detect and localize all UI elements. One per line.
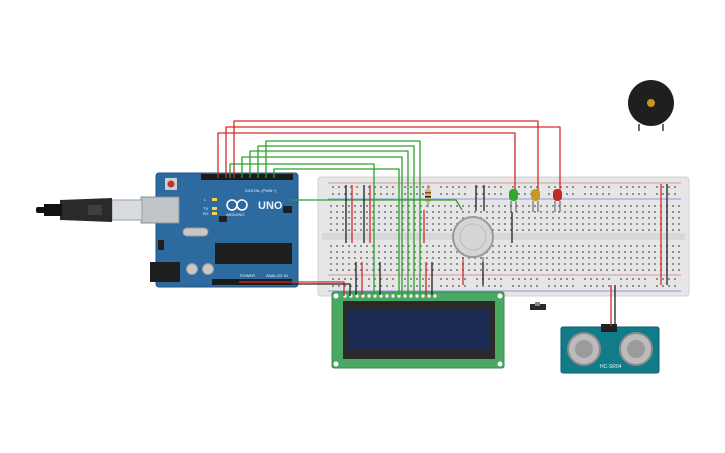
wire-green-lcd-5[interactable] bbox=[265, 140, 421, 295]
lcd-pin-row bbox=[343, 294, 437, 298]
buzzer-icon[interactable] bbox=[628, 80, 674, 131]
power-header-label: POWER bbox=[240, 273, 255, 278]
atmega-chip bbox=[215, 243, 292, 264]
lcd-screen bbox=[348, 310, 490, 350]
lcd-16x2-display[interactable] bbox=[331, 291, 505, 369]
digital-header-label: DIGITAL (PWM~) bbox=[245, 188, 277, 193]
wire-green-lcd-4[interactable] bbox=[257, 145, 415, 295]
wire-red-led-yellow[interactable] bbox=[233, 120, 539, 190]
reset-button[interactable] bbox=[167, 180, 175, 188]
ultrasonic-sensor[interactable]: HC-SR04 bbox=[560, 324, 660, 374]
led-l-label: L bbox=[204, 197, 207, 202]
breadboard[interactable] bbox=[317, 176, 690, 297]
wire-black-gnd[interactable] bbox=[250, 283, 351, 296]
slide-switch-icon[interactable] bbox=[530, 302, 546, 310]
brand-label: ARDUINO bbox=[226, 212, 244, 217]
ultrasonic-label: HC-SR04 bbox=[600, 364, 622, 370]
analog-header-label: ANALOG IN bbox=[266, 273, 288, 278]
arduino-uno-board[interactable]: UNO ARDUINO DIGITAL (PWM~) POWER ANALOG … bbox=[140, 172, 299, 288]
arduino-logo-icon bbox=[226, 199, 248, 211]
wire-red-led-green[interactable] bbox=[217, 132, 516, 190]
power-jack[interactable] bbox=[150, 262, 180, 282]
led-rx-label: RX bbox=[203, 211, 209, 216]
wires bbox=[217, 120, 668, 326]
red-led[interactable] bbox=[553, 189, 562, 212]
usb-port[interactable] bbox=[140, 196, 180, 224]
breadboard-holes bbox=[330, 186, 680, 287]
wire-red-5v[interactable] bbox=[239, 281, 345, 296]
yellow-led[interactable] bbox=[531, 189, 540, 212]
wire-red-led-red[interactable] bbox=[225, 126, 561, 190]
wire-green-lcd-2[interactable] bbox=[241, 156, 403, 295]
green-led[interactable] bbox=[509, 189, 518, 212]
led-tx-label: TX bbox=[203, 206, 208, 211]
wire-green-gas[interactable] bbox=[290, 199, 463, 211]
wire-green-lcd-6[interactable] bbox=[273, 168, 400, 295]
board-name-label: UNO bbox=[258, 200, 283, 212]
usb-cable-icon bbox=[36, 198, 143, 222]
wire-green-lcd-3[interactable] bbox=[249, 150, 409, 295]
gas-sensor-icon[interactable] bbox=[452, 216, 494, 272]
digital-header[interactable] bbox=[201, 174, 293, 180]
wire-green-lcd-1[interactable] bbox=[229, 163, 375, 295]
